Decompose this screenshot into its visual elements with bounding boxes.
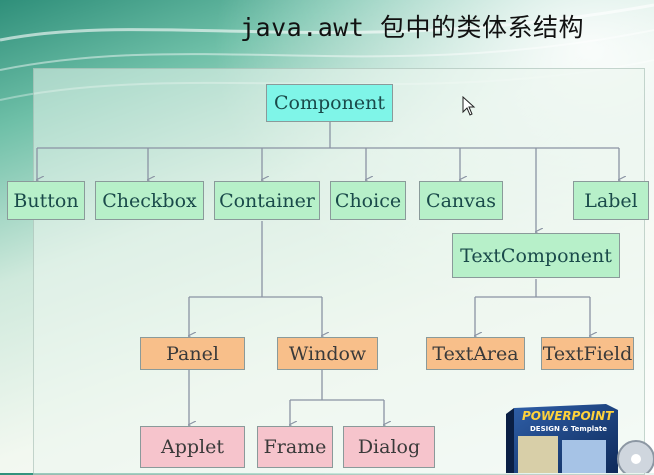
mouse-cursor-icon <box>462 96 476 116</box>
powerpoint-product-box-image: POWERPOINT DESIGN & Template <box>506 404 654 473</box>
ppt-box-subtitle: DESIGN & Template <box>530 425 607 433</box>
node-label: Label <box>573 181 649 220</box>
node-textfield: TextField <box>541 337 634 370</box>
node-canvas: Canvas <box>419 181 503 220</box>
node-container: Container <box>214 181 320 220</box>
node-frame: Frame <box>257 426 333 468</box>
ppt-box-title: POWERPOINT <box>522 409 614 423</box>
slide-title: java.awt 包中的类体系结构 <box>240 13 584 42</box>
node-textcomponent: TextComponent <box>452 233 620 278</box>
node-component: Component <box>266 84 393 122</box>
node-window: Window <box>277 337 378 370</box>
node-button: Button <box>7 181 85 220</box>
node-textarea: TextArea <box>426 337 525 370</box>
node-panel: Panel <box>140 337 245 370</box>
node-choice: Choice <box>330 181 406 220</box>
node-checkbox: Checkbox <box>95 181 204 220</box>
node-applet: Applet <box>140 426 245 468</box>
node-dialog: Dialog <box>343 426 435 468</box>
